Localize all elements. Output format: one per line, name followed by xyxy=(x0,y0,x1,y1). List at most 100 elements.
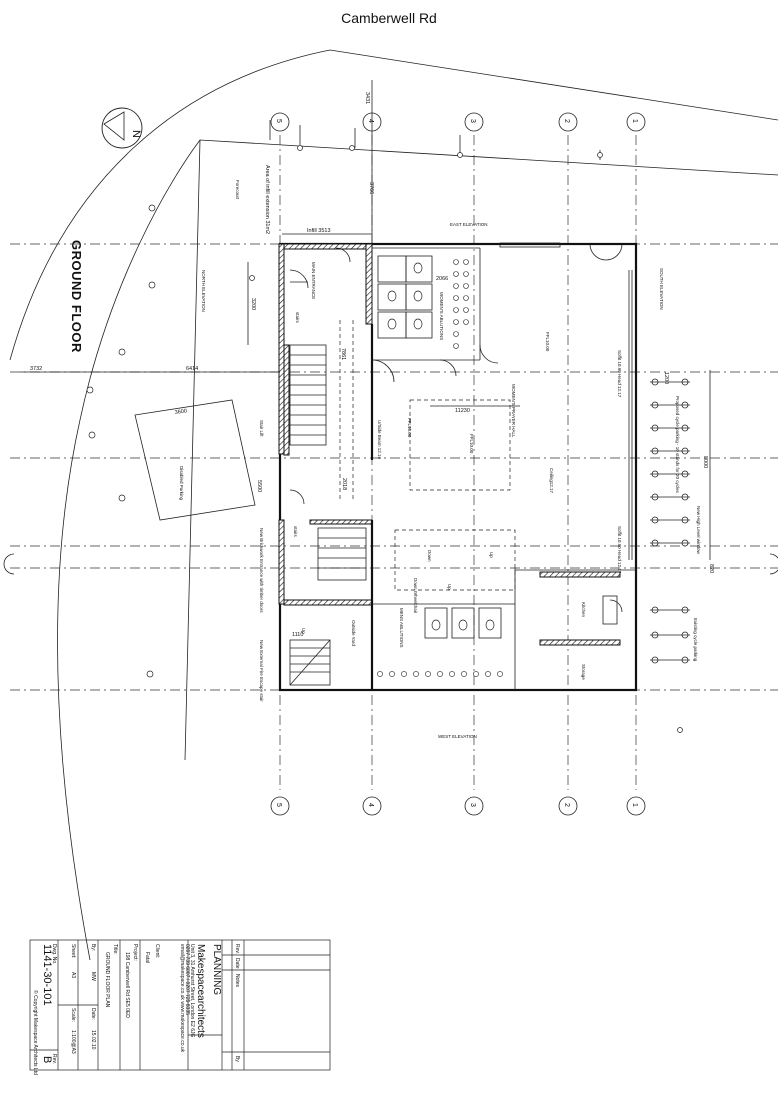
stairs-label-2: stairs xyxy=(293,526,298,538)
infill-wall-left xyxy=(278,243,285,455)
soffit-label-1: Soffit 10.90 Head 12.17 xyxy=(617,350,622,398)
forecourt-label: Forecourt xyxy=(235,180,240,200)
dim-infill: Infill 3513 xyxy=(307,228,331,234)
svg-text:1: 1 xyxy=(631,803,638,807)
svg-text:15.02.10: 15.02.10 xyxy=(90,1030,96,1050)
entrance-wall-left xyxy=(278,519,285,605)
new-external-stair-label: New External Fire Escape stair xyxy=(259,640,264,702)
svg-text:5: 5 xyxy=(275,119,282,123)
svg-text:0207 739 6007 / 0207 729 8335: 0207 739 6007 / 0207 729 8335 xyxy=(184,944,190,1015)
svg-text:3: 3 xyxy=(469,803,476,807)
building-outline xyxy=(278,242,638,692)
svg-text:By:: By: xyxy=(90,944,96,951)
u-side-beam-label: U/Side Beam 12.19 xyxy=(377,420,382,460)
dim-7861: 7861 xyxy=(340,348,346,360)
svg-text:Client:: Client: xyxy=(154,944,160,958)
drawing-title: GROUND FLOOR PLAN xyxy=(104,952,110,1008)
svg-text:Rev.: Rev. xyxy=(51,1054,57,1064)
svg-text:By: By xyxy=(234,1056,240,1062)
disabled-parking-bay xyxy=(134,399,256,521)
down-label: Down xyxy=(427,550,432,562)
grid-bubble-5-bottom: 5 xyxy=(270,796,290,816)
svg-text:A3: A3 xyxy=(70,972,76,978)
dim-3732: 3732 xyxy=(30,366,42,372)
dim-3766: 3766 xyxy=(368,182,374,194)
svg-text:Notes: Notes xyxy=(234,974,240,988)
svg-text:4: 4 xyxy=(367,119,374,123)
grid-bubble-4-bottom: 4 xyxy=(362,796,382,816)
street-name-label: Camberwell Rd xyxy=(341,10,437,26)
storage-label: Storage xyxy=(581,664,586,680)
up-label-3: Up xyxy=(301,628,306,634)
south-elevation-label: SOUTH ELEVATION xyxy=(659,268,664,310)
dim-3431: 3431 xyxy=(364,92,370,104)
kitchen-label: Kitchen xyxy=(581,602,586,618)
down-wheelchair-label: Down Wheelchair xyxy=(413,578,418,614)
site-boundary-line xyxy=(57,139,778,961)
svg-text:Fatal: Fatal xyxy=(144,952,150,963)
ffl-label-1: FFL10.00 xyxy=(545,332,550,352)
soffit-label-2: Soffit 10.90 Head 12.17 xyxy=(617,526,622,574)
svg-text:4: 4 xyxy=(367,803,374,807)
entrance-wall-bottom xyxy=(283,599,373,606)
main-entrance-label: MAIN ENTRANCE xyxy=(311,262,316,299)
svg-text:Unit 3, 31 Amhurst Street, Lon: Unit 3, 31 Amhurst Street, London E2 6JG xyxy=(189,944,195,1037)
up-label-2: Up xyxy=(447,584,452,590)
existing-cycle-stands xyxy=(650,606,690,664)
north-elevation-label: NORTH ELEVATION xyxy=(201,270,206,312)
womens-ablutions-label: WOMEN'S ABLUTIONS xyxy=(439,292,444,340)
dim-5500: 5500 xyxy=(256,480,262,492)
new-window-label: New High Level window xyxy=(696,506,701,555)
svg-text:email@makespace.co.uk www.mak: email@makespace.co.uk www.makespace.co.u… xyxy=(179,944,185,1053)
dim-2066: 2066 xyxy=(436,276,448,282)
grid-bubble-2-bottom: 2 xyxy=(558,796,578,816)
svg-text:Sheet:: Sheet: xyxy=(70,944,76,958)
proposed-cycle-stands xyxy=(650,378,690,547)
stair-lift-label: Stair Lift xyxy=(259,420,264,437)
dim-6414: 6414 xyxy=(186,366,198,372)
outside-yard-label: Outside Yard xyxy=(351,620,356,646)
dim-820: 820 xyxy=(708,564,714,573)
svg-text:Dwg. No.: Dwg. No. xyxy=(51,944,57,965)
svg-text:Title:: Title: xyxy=(112,944,118,955)
drawing-revision: B xyxy=(41,1056,53,1063)
svg-text:Scale:: Scale: xyxy=(70,1008,76,1022)
site-boundary-line xyxy=(184,139,201,761)
site-boundary-line xyxy=(9,49,778,361)
infill-area-label: Area of infill extension 31m2 xyxy=(264,165,270,234)
ffl-label-3: FFL10.00 xyxy=(469,434,474,454)
svg-text:© Copyright Makespace Architec: © Copyright Makespace Architects Ltd xyxy=(32,990,39,1075)
north-arrow-icon: N xyxy=(101,107,143,149)
svg-text:1:100@A3: 1:100@A3 xyxy=(70,1030,76,1054)
womens-prayer-hall-label: WOMEN'S PRAYER HALL xyxy=(511,384,516,438)
floor-title: GROUND FLOOR xyxy=(69,240,84,353)
ffl-label-2: FFL10.00 xyxy=(407,418,412,438)
up-label: Up xyxy=(489,552,494,558)
svg-text:MW: MW xyxy=(90,972,96,981)
svg-text:Project:: Project: xyxy=(132,944,138,961)
dim-11230: 11230 xyxy=(455,408,470,414)
mens-ablutions-label: MENS ABLUTIONS xyxy=(399,608,404,648)
west-elevation-label: WEST ELEVATION xyxy=(438,734,477,739)
svg-text:3: 3 xyxy=(469,119,476,123)
title-block: Rev. Date Notes By PLANNING Makespacearc… xyxy=(29,939,331,1075)
dim-3200: 3200 xyxy=(250,298,256,310)
svg-text:Date: Date xyxy=(234,958,240,969)
east-elevation-label: EAST ELEVATION xyxy=(450,222,488,227)
new-brickwork-label: New Brickwork Entrance with timber doors xyxy=(259,528,264,613)
svg-text:2: 2 xyxy=(563,803,570,807)
svg-text:2: 2 xyxy=(563,119,570,123)
status-label: PLANNING xyxy=(211,944,222,995)
svg-text:Date:: Date: xyxy=(90,1008,96,1020)
ceiling-label: Ceiling12.17 xyxy=(549,468,554,494)
grid-bubble-3-top: 3 xyxy=(464,112,484,132)
infill-wall-top xyxy=(278,243,373,250)
dim-1110: 1110 xyxy=(292,632,303,638)
disabled-parking-label: Disabled Parking xyxy=(179,466,184,501)
dim-1200: 1200 xyxy=(663,372,669,384)
stairs-label: stairs xyxy=(295,312,300,324)
svg-text:5: 5 xyxy=(275,803,282,807)
grid-bubble-1-top: 1 xyxy=(626,112,646,132)
grid-bubble-5-top: 5 xyxy=(270,112,290,132)
